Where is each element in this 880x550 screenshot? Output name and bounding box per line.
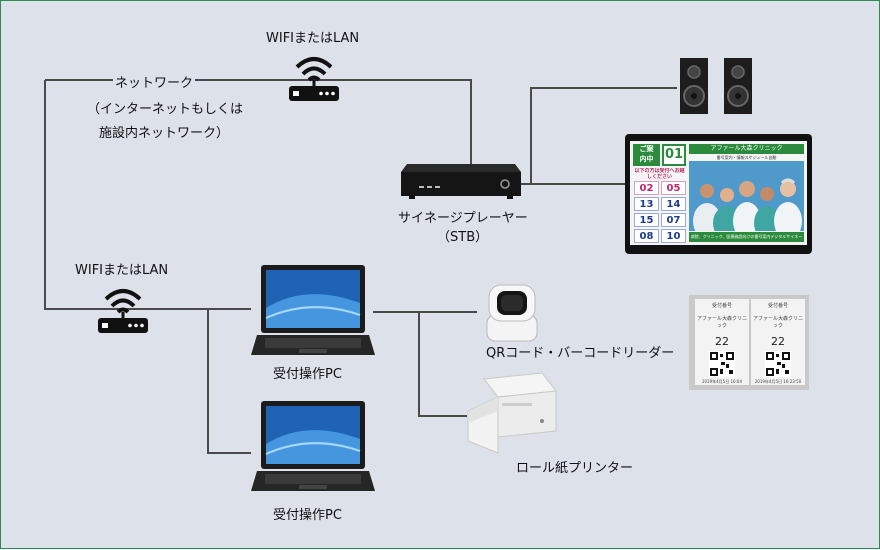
receipt-printer-icon [467,372,557,454]
ticket-date: 2019年4月5日 16:04 [701,379,743,384]
signage-display: ご案 内中 01 アファール大森クリニック 番号案内・情報スケジュール自動 以下… [625,134,812,254]
ticket-1: 受付番号 アファール大森クリニック 22 2019年4月5日 16:04 [695,299,749,385]
queue-number: 02 [634,181,659,195]
qr-code-icon [765,351,791,377]
call-message: 以下の方は受付へお越しください [634,168,685,180]
ticket-clinic: アファール大森クリニック [696,316,747,329]
speakers-icon [680,58,752,114]
guide-badge: ご案 内中 [633,144,660,166]
router-top-icon [289,57,339,101]
network-line-left [44,80,251,310]
current-number: 01 [662,144,686,166]
pc-to-printer [418,312,467,417]
signage-footer: 病院、クリニック、医療施設向けの番号案内デジタルサイネージをご提案 [689,232,804,242]
ticket-2: 受付番号 アファール大森クリニック 22 2019年4月5日 16:23:50 [751,299,805,385]
pc2-label: 受付操作PC [271,504,344,523]
queue-number: 14 [661,197,686,211]
signage-screen: ご案 内中 01 アファール大森クリニック 番号案内・情報スケジュール自動 以下… [630,141,807,245]
qr-code-icon [709,351,735,377]
doctor-figures [693,178,802,231]
signage-player-stb [401,164,521,199]
printed-tickets: 受付番号 アファール大森クリニック 22 2019年4月5日 16:04 受付番… [689,295,809,390]
stb-label: サイネージプレーヤー [396,207,530,226]
hub-to-pc2 [207,309,251,454]
guide-line1: ご案 [639,145,654,153]
ticket-header: 受付番号 [711,303,732,309]
guide-line2: 内中 [639,155,654,163]
ticket-date: 2019年4月5日 16:23:50 [754,379,802,384]
network-label: ネットワーク [113,72,196,91]
wifi-top-label: WIFIまたはLAN [264,27,362,46]
laptop-pc2-icon [251,401,375,491]
laptop-pc1-icon [251,265,375,355]
network-label-line3: 施設内ネットワーク） [97,122,232,141]
printer-label: ロール紙プリンター [514,457,636,476]
router-left-icon [98,289,148,333]
ticket-clinic: アファール大森クリニック [752,316,803,329]
queue-number: 08 [634,229,659,243]
stb-label-sub: （STB） [435,226,491,245]
queue-number: 07 [661,213,686,227]
wifi-left-label: WIFIまたはLAN [73,259,171,278]
queue-number: 10 [661,229,686,243]
staff-photo [689,161,804,231]
ticket-header: 受付番号 [767,303,788,309]
ticket-number: 22 [771,335,785,348]
queue-number: 13 [634,197,659,211]
clinic-subtitle: 番号案内・情報スケジュール自動 [716,155,777,160]
network-label-line2: （インターネットもしくは [85,98,246,117]
clinic-title: アファール大森クリニック [689,144,804,154]
queue-number: 15 [634,213,659,227]
queue-number: 05 [661,181,686,195]
pc1-label: 受付操作PC [271,363,344,382]
qr-reader-icon [486,284,538,342]
ticket-number: 22 [715,335,729,348]
qr-reader-label: QRコード・バーコードリーダー [484,342,677,361]
